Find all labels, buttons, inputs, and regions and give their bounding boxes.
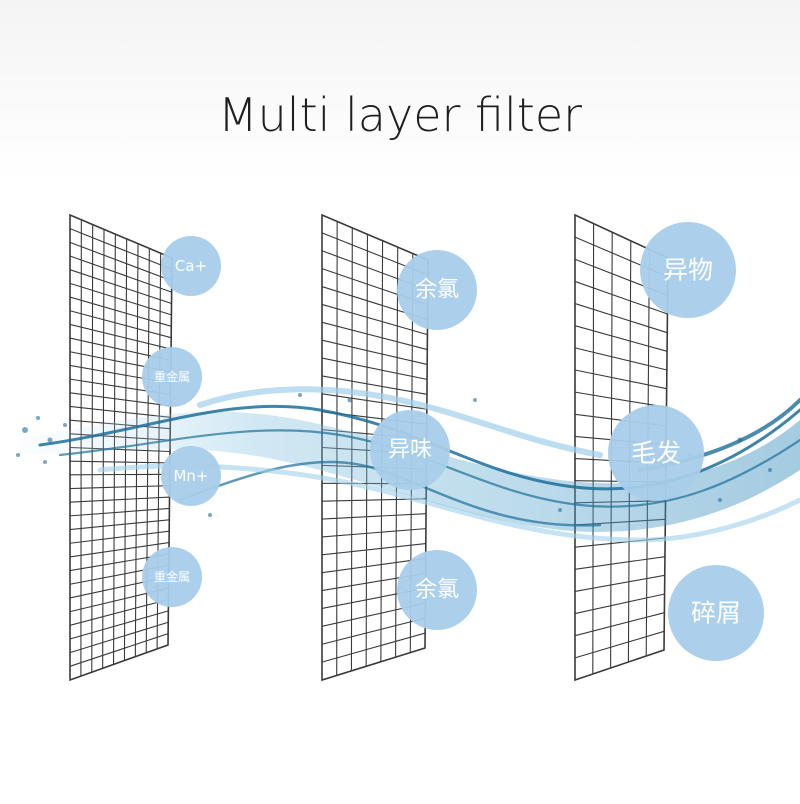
water-droplet: [48, 438, 53, 443]
mesh-horizontal-line: [70, 508, 169, 515]
mesh-horizontal-line: [575, 326, 667, 352]
mesh-horizontal-line: [575, 613, 664, 636]
filter-layer-1-bubble-1: Ca+: [161, 236, 221, 296]
bubble-label: 异物: [663, 256, 713, 285]
mesh-horizontal-line: [322, 529, 426, 537]
filter-layer-3-bubble-2: 毛发: [608, 405, 704, 501]
bubble-label: Ca+: [175, 257, 207, 275]
filter-layer-2-bubble-2: 异味: [370, 410, 450, 490]
mesh-horizontal-line: [322, 618, 425, 644]
mesh-horizontal-line: [70, 531, 169, 543]
filter-layer-2-bubble-3: 余氯: [397, 550, 477, 630]
mesh-horizontal-line: [70, 311, 171, 338]
mesh-horizontal-line: [70, 497, 170, 502]
mesh-horizontal-line: [70, 297, 171, 326]
filter-layer-3-bubble-1: 异物: [640, 222, 736, 318]
mesh-horizontal-line: [70, 229, 172, 270]
filter-layer-2-bubble-1: 余氯: [397, 250, 477, 330]
mesh-horizontal-line: [70, 520, 169, 530]
water-droplet: [738, 438, 743, 443]
water-droplet: [473, 398, 477, 402]
water-droplet: [558, 508, 562, 512]
mesh-horizontal-line: [70, 622, 168, 652]
filter-layer-1-bubble-2: 重金属: [142, 347, 202, 407]
bubble-label: 毛发: [631, 439, 681, 468]
filter-layer-1-bubble-4: 重金属: [142, 547, 202, 607]
mesh-horizontal-line: [70, 283, 171, 315]
water-droplet: [63, 423, 67, 427]
water-droplet: [348, 398, 353, 403]
bubble-label: 异味: [388, 438, 432, 463]
mesh-horizontal-line: [575, 594, 665, 614]
bubble-label: 重金属: [154, 569, 190, 584]
water-droplet: [36, 416, 40, 420]
mesh-horizontal-line: [575, 370, 667, 389]
water-droplet: [16, 453, 20, 457]
bubble-label: Mn+: [173, 467, 208, 485]
page-title: Multi layer filter: [0, 88, 800, 142]
bubble-label: 重金属: [154, 369, 190, 384]
filter-layer-3-bubble-3: 碎屑: [668, 565, 764, 661]
bubble-label: 碎屑: [691, 599, 741, 628]
mesh-horizontal-line: [70, 486, 170, 489]
bubble-label: 余氯: [415, 278, 459, 303]
mesh-horizontal-line: [70, 474, 170, 475]
mesh-horizontal-line: [322, 544, 426, 555]
mesh-horizontal-line: [322, 633, 425, 662]
water-droplet: [768, 468, 772, 472]
mesh-horizontal-line: [322, 322, 427, 349]
mesh-horizontal-line: [70, 461, 170, 463]
mesh-horizontal-line: [70, 599, 168, 625]
mesh-horizontal-line: [70, 324, 171, 349]
mesh-horizontal-line: [575, 348, 667, 370]
mesh-vertical-line: [593, 224, 594, 674]
water-droplet: [22, 427, 28, 433]
water-droplet: [208, 513, 212, 517]
water-droplet: [718, 498, 722, 502]
bubble-label: 余氯: [415, 578, 459, 603]
mesh-horizontal-line: [575, 304, 667, 333]
mesh-horizontal-line: [575, 575, 665, 591]
filter-layer-1-bubble-3: Mn+: [161, 446, 221, 506]
mesh-horizontal-line: [70, 611, 168, 639]
mesh-horizontal-line: [322, 514, 426, 519]
water-droplet: [298, 393, 302, 397]
mesh-horizontal-line: [575, 392, 666, 407]
mesh-horizontal-line: [575, 557, 665, 570]
water-droplet: [43, 460, 47, 464]
